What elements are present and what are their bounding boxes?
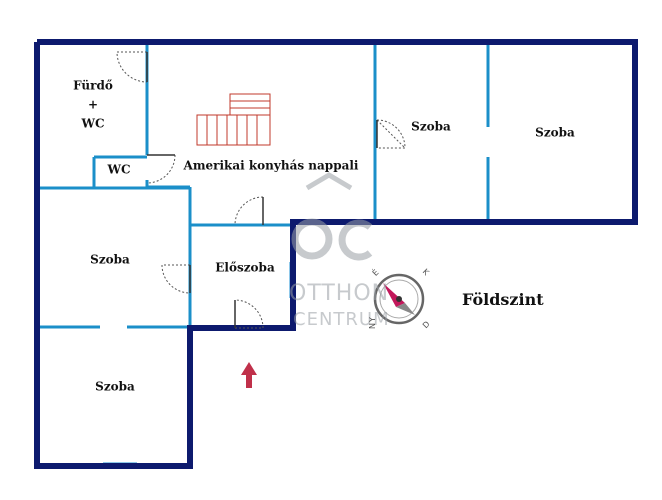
compass-letter-west: NY: [367, 316, 377, 329]
door-swings: [116, 51, 406, 329]
outer-walls: [34, 39, 638, 469]
level-label: Földszint: [462, 290, 544, 309]
room-label-room-left-middle: Szoba: [90, 252, 130, 267]
watermark-line1: OTTHON: [289, 281, 390, 306]
watermark-logo: [291, 172, 373, 261]
staircase: [196, 93, 271, 146]
room-label-room-top-right: Szoba: [535, 125, 575, 140]
room-label-room-top-middle: Szoba: [411, 119, 451, 134]
watermark-line2: CENTRUM: [293, 309, 390, 330]
room-label-bathroom-line2: +: [87, 97, 99, 112]
room-label-room-bottom-left: Szoba: [95, 379, 135, 394]
door-leaves: [146, 52, 378, 328]
room-label-living: Amerikai konyhás nappali: [183, 158, 359, 173]
room-label-wc: WC: [107, 162, 131, 177]
inner-walls: [40, 42, 490, 329]
room-label-bathroom-line3: WC: [81, 116, 105, 131]
room-label-bathroom-line1: Fürdő: [73, 78, 113, 93]
room-label-bathroom: Fürdő + WC: [73, 77, 113, 134]
windows: [103, 219, 585, 468]
room-label-hall: Előszoba: [215, 260, 275, 275]
entrance-arrow-icon: [241, 362, 257, 388]
compass-icon: [373, 273, 425, 325]
